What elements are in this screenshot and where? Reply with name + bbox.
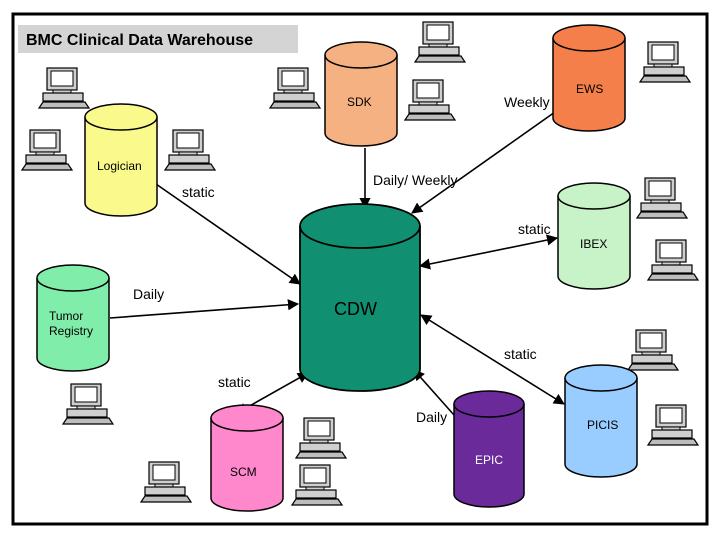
arrow-ews-cdw: [411, 111, 556, 214]
database-label: SCM: [230, 465, 257, 479]
database-label: Registry: [49, 324, 93, 338]
database-label: Tumor: [49, 309, 83, 323]
arrow-label: Daily: [133, 286, 164, 302]
outer-frame: [11, 12, 709, 526]
title-box: BMC Clinical Data Warehouse: [18, 25, 298, 53]
database-label: Logician: [97, 159, 142, 173]
arrow-labels: Weekly Daily/ Weekly static static Daily…: [133, 94, 551, 425]
connectors: [109, 111, 565, 416]
arrow-label: static: [504, 346, 537, 362]
database-epic: EPIC: [453, 390, 525, 508]
computer-workstation-icon: [404, 79, 456, 121]
database-label: CDW: [334, 299, 377, 319]
computer-workstation-icon: [140, 461, 192, 503]
arrow-ibex-cdw: [418, 234, 559, 270]
computer-workstation-icon: [295, 417, 347, 459]
computer-workstation-icon: [21, 129, 73, 171]
computer-workstation-icon: [269, 67, 321, 109]
computer-workstation-icon: [627, 329, 679, 371]
arrow-epic-cdw: [413, 369, 455, 416]
database-label: SDK: [347, 95, 372, 109]
computer-workstation-icon: [414, 21, 466, 63]
arrow-label: static: [518, 221, 551, 237]
database-ews: EWS: [552, 24, 626, 132]
computer-workstation-icon: [647, 404, 699, 446]
database-logician: Logician: [84, 103, 158, 217]
database-label: EPIC: [475, 453, 503, 467]
computer-workstation-icon: [38, 67, 90, 109]
arrow-logician-cdw: [155, 183, 301, 285]
computer-workstation-icon: [647, 239, 699, 281]
database-tumor-registry: Tumor Registry: [36, 264, 110, 372]
arrow-label: static: [182, 184, 215, 200]
computer-workstation-icon: [639, 41, 691, 83]
database-label: PICIS: [587, 418, 618, 432]
arrow-label: Weekly: [504, 94, 550, 110]
database-ibex: IBEX: [557, 182, 631, 290]
computer-workstation-icon: [164, 129, 216, 171]
computer-workstation-icon: [62, 383, 114, 425]
database-cdw: CDW: [299, 203, 421, 392]
arrow-tumor-cdw: [109, 299, 300, 319]
database-scm: SCM: [210, 404, 284, 512]
diagram-title: BMC Clinical Data Warehouse: [26, 32, 253, 49]
computer-workstation-icon: [291, 464, 343, 506]
database-picis: PICIS: [564, 364, 638, 478]
database-label: EWS: [576, 82, 603, 96]
computer-workstation-icon: [636, 177, 688, 219]
arrow-label: Daily: [416, 409, 447, 425]
database-sdk: SDK: [324, 41, 398, 147]
arrow-label: static: [218, 374, 251, 390]
arrow-picis-cdw: [420, 314, 565, 405]
arrow-label: Daily/ Weekly: [373, 172, 458, 188]
database-label: IBEX: [580, 237, 607, 251]
